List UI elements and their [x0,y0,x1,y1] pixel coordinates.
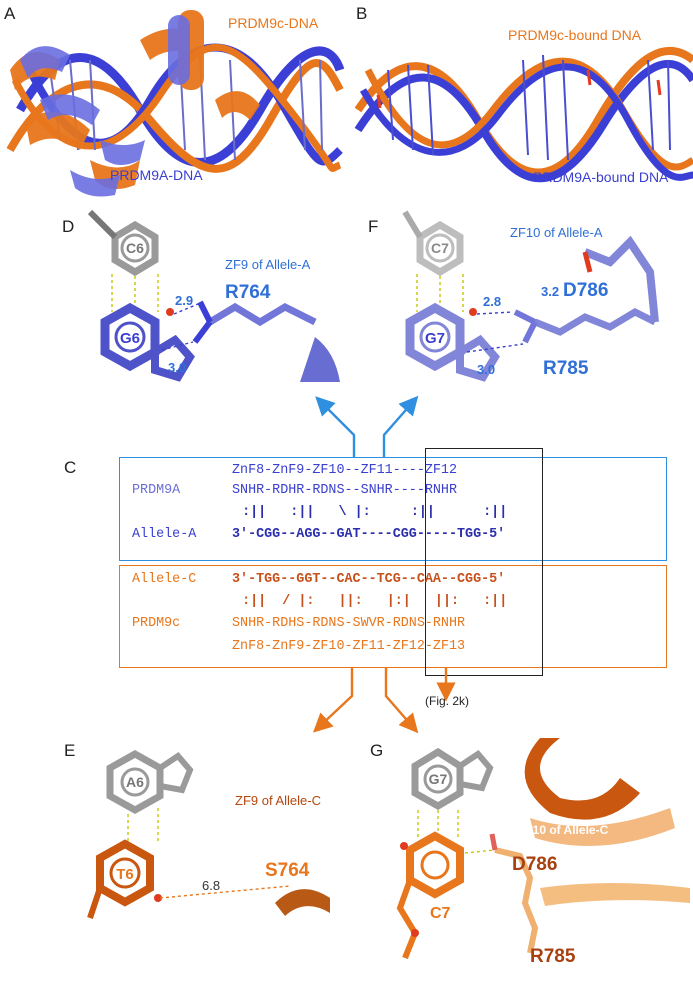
bottom-protein-label: PRDM9c [132,616,181,631]
panel-f-structure: C7 G7 2.8 3.2 3.0 D786 R785 ZF10 of Alle… [402,210,659,382]
arrows-down [312,668,456,734]
bottom-allele-label: Allele-C [132,572,197,587]
panel-d-title: ZF9 of Allele-A [225,257,311,272]
top-allele-label: Allele-A [132,527,197,542]
top-protein-label: PRDM9A [132,483,181,498]
bottom-allele-seq: 3'-TGG--GGT--CAC--TCG--CAA--CGG-5' [232,572,506,587]
panel-e-base-bottom: T6 [116,866,134,883]
panel-f-base-top: C7 [431,240,449,256]
top-allele-seq: 3'-CGG--AGG--GAT----CGG-----TGG-5' [232,527,506,542]
panel-b-label-c: PRDM9c-bound DNA [508,27,642,43]
panel-g-base-bottom: C7 [430,905,451,922]
panel-label-e: E [64,741,76,760]
panel-f-residue2: R785 [543,358,589,379]
panel-label-d: D [62,217,75,236]
panel-a-label-a: PRDM9A-DNA [110,167,203,183]
panel-e-base-top: A6 [126,774,144,790]
panel-e-structure: A6 T6 6.8 S764 ZF9 of Allele-C [87,749,330,919]
panel-e-title: ZF9 of Allele-C [235,793,321,808]
top-protein-row: SNHR-RDHR-RDNS--SNHR----RNHR [232,483,457,498]
arrows-up [315,395,419,457]
panel-d-dist1: 2.9 [175,293,193,308]
panel-g-title: ZF10 of Allele-C [518,823,609,837]
panel-f-dist3: 3.0 [477,362,495,377]
zf11-highlight-box [425,448,543,676]
panel-f-dist1: 2.8 [483,294,501,309]
panel-d-structure: C6 G6 2.9 3.0 R764 ZF9 of Allele-A [87,209,340,382]
panel-f-dist2: 3.2 [541,284,559,299]
panel-label-c: C [64,458,77,477]
allele-c-box [119,565,667,668]
panel-g-residue1: D786 [512,854,557,875]
panel-label-a: A [4,4,16,23]
top-bond-row: :|| :|| \ |: :|| :|| [226,505,508,520]
panel-g-base-top: G7 [429,771,448,787]
panel-a-label-c: PRDM9c-DNA [228,15,319,31]
panel-f-residue1: D786 [563,280,608,301]
panel-d-residue: R764 [225,282,271,303]
panel-label-g: G [370,741,384,760]
bottom-bond-row: :|| / |: ||: |:| ||: :|| [226,594,508,609]
panel-e-dist: 6.8 [202,878,220,893]
panel-d-base-top: C6 [126,240,144,256]
panel-f-title: ZF10 of Allele-A [510,225,603,240]
panel-label-b: B [356,4,368,23]
panel-g-structure: G7 C7 ZF10 of Allele-C D786 R785 [396,738,690,967]
panel-d-dist2: 3.0 [168,360,186,375]
panel-d-base-bottom: G6 [120,330,140,347]
allele-a-box [119,457,667,561]
panel-b-label-a: PRDM9A-bound DNA [533,169,669,185]
bottom-zf-row: ZnF8-ZnF9-ZF10-ZF11-ZF12-ZF13 [232,639,466,654]
panel-e-residue: S764 [265,860,310,881]
panel-a-structure: PRDM9c-DNA PRDM9A-DNA [6,10,345,197]
panel-f-base-bottom: G7 [425,330,445,347]
panel-b-dna: PRDM9c-bound DNA PRDM9A-bound DNA [354,27,693,185]
panel-g-residue2: R785 [530,946,576,967]
top-zf-row: ZnF8-ZnF9-ZF10--ZF11----ZF12 [232,463,457,478]
panel-label-f: F [368,217,379,236]
bottom-protein-row: SNHR-RDHS-RDNS-SWVR-RDNS-RNHR [232,616,466,631]
